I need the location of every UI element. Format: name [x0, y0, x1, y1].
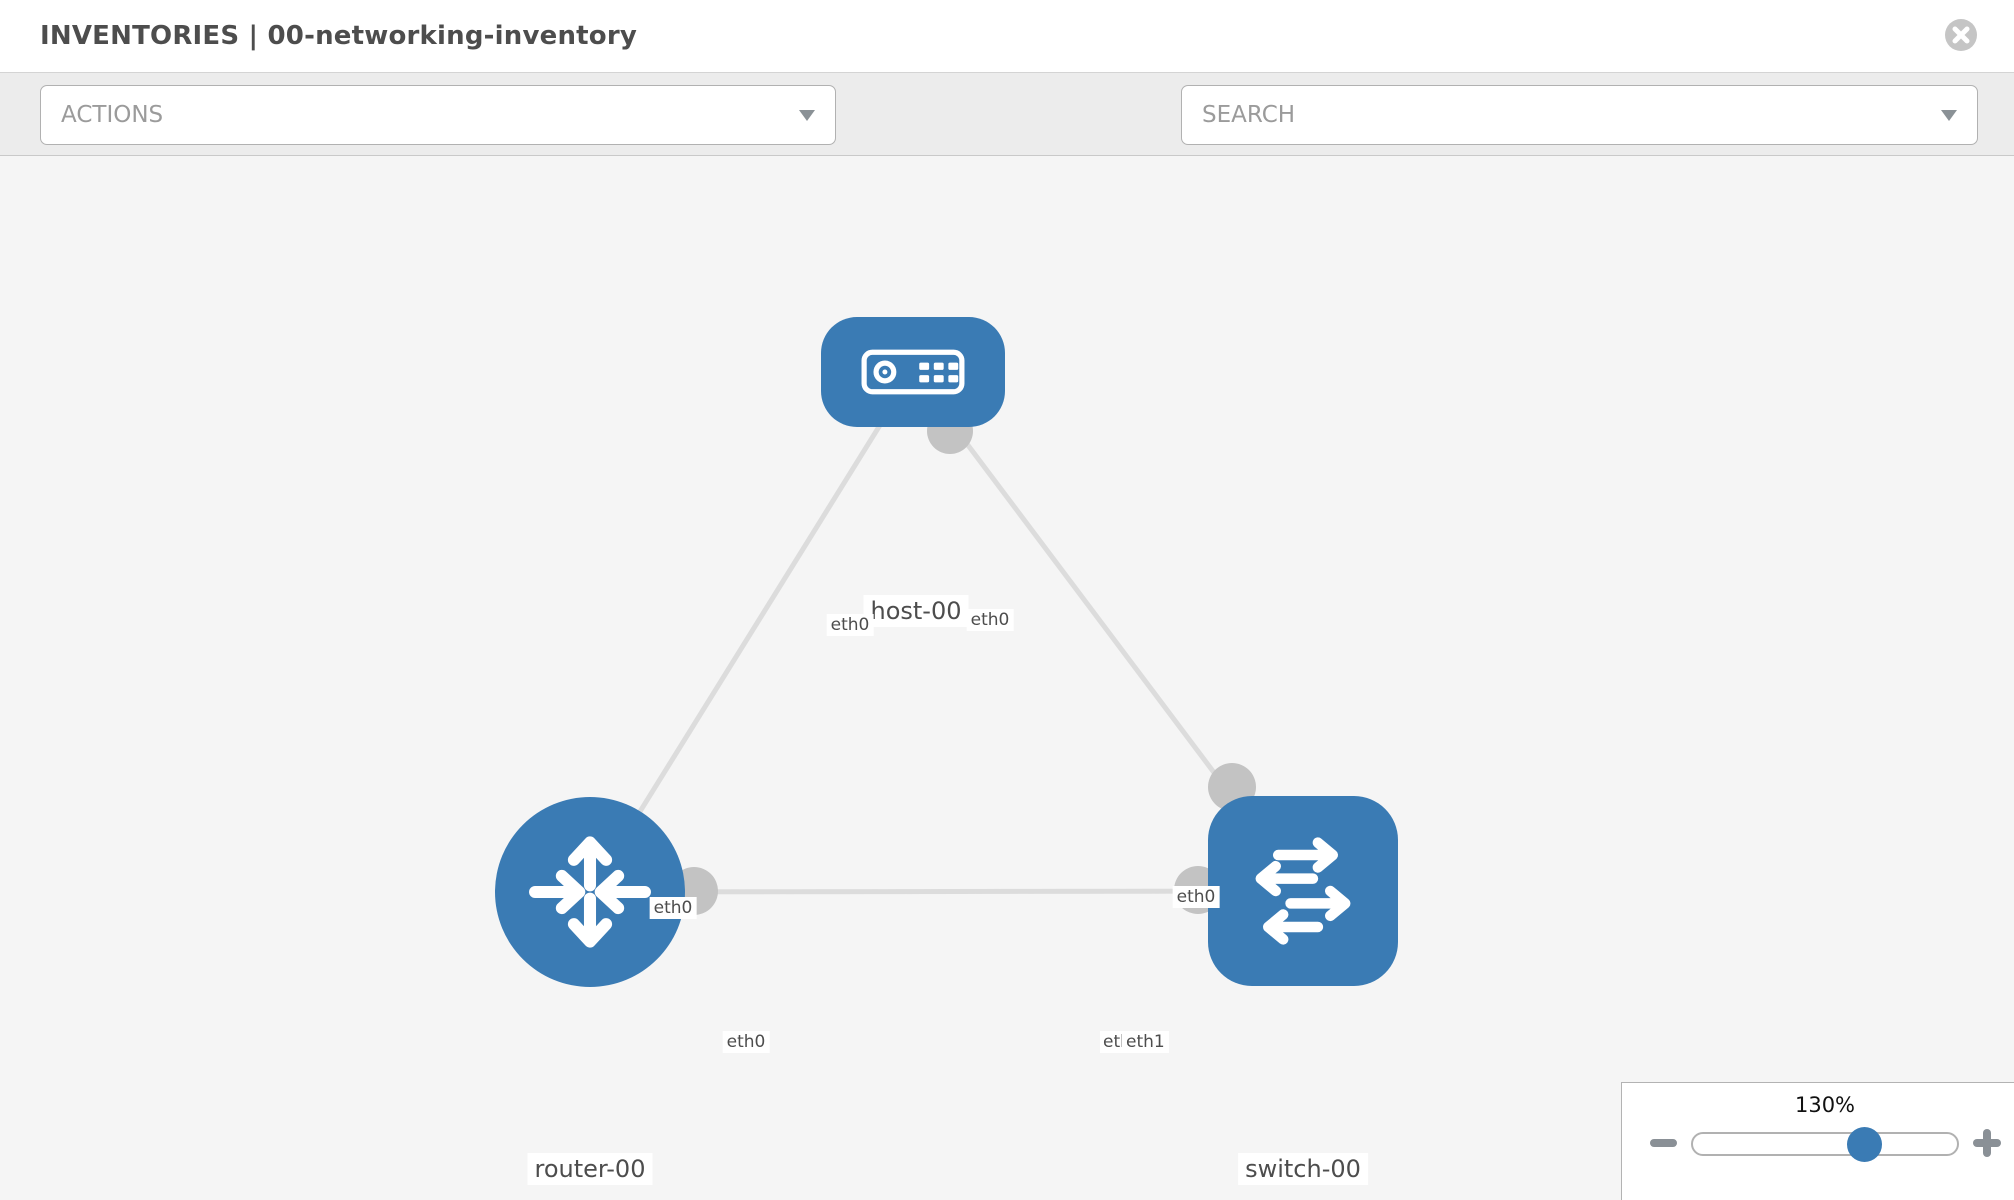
iface-label-switch-to-host: eth0	[1172, 886, 1220, 908]
iface-label-switch-overlapped: eth0	[1100, 1031, 1122, 1053]
node-host-00[interactable]	[821, 317, 1005, 427]
node-label-host: host-00	[863, 595, 969, 627]
circle-x-icon	[1945, 19, 1977, 51]
zoom-slider-track[interactable]	[1691, 1132, 1959, 1156]
chevron-down-icon	[1941, 110, 1957, 121]
toolbar: ACTIONS	[0, 72, 2014, 205]
page-title: INVENTORIES | 00-networking-inventory	[40, 21, 638, 51]
iface-label-host-to-switch: eth0	[966, 609, 1014, 631]
search-input[interactable]	[1202, 102, 1892, 128]
switch-arrows-icon	[1255, 837, 1351, 945]
iface-label-switch-to-router: eth1	[1122, 1031, 1169, 1053]
node-switch-00[interactable]	[1208, 796, 1398, 986]
header: INVENTORIES | 00-networking-inventory	[0, 0, 2014, 72]
node-label-router: router-00	[527, 1153, 653, 1185]
search-dropdown[interactable]	[1181, 85, 1978, 145]
iface-label-router-to-switch: eth0	[722, 1031, 770, 1053]
zoom-percentage: 130%	[1794, 1093, 1856, 1117]
zoom-slider-thumb[interactable]	[1847, 1127, 1882, 1162]
link-host-router	[587, 370, 916, 894]
iface-label-host-to-router: eth0	[826, 614, 874, 636]
iface-label-router-to-host: eth0	[649, 897, 697, 919]
links-layer	[587, 370, 1305, 915]
actions-dropdown[interactable]: ACTIONS	[40, 85, 836, 145]
node-label-switch: switch-00	[1238, 1153, 1368, 1185]
node-router-00[interactable]	[495, 797, 685, 987]
router-arrows-icon	[529, 836, 651, 948]
zoom-in-button[interactable]	[1972, 1125, 2002, 1161]
chevron-down-icon	[799, 110, 815, 121]
close-button[interactable]	[1944, 18, 1978, 52]
actions-dropdown-label: ACTIONS	[61, 102, 164, 128]
topology-canvas[interactable]: host-00 router-00 switch-00 eth0 eth0 et…	[0, 156, 2014, 1200]
zoom-control-panel: 130%	[1621, 1082, 2014, 1200]
server-icon	[861, 349, 965, 395]
zoom-out-button[interactable]	[1650, 1139, 1677, 1147]
